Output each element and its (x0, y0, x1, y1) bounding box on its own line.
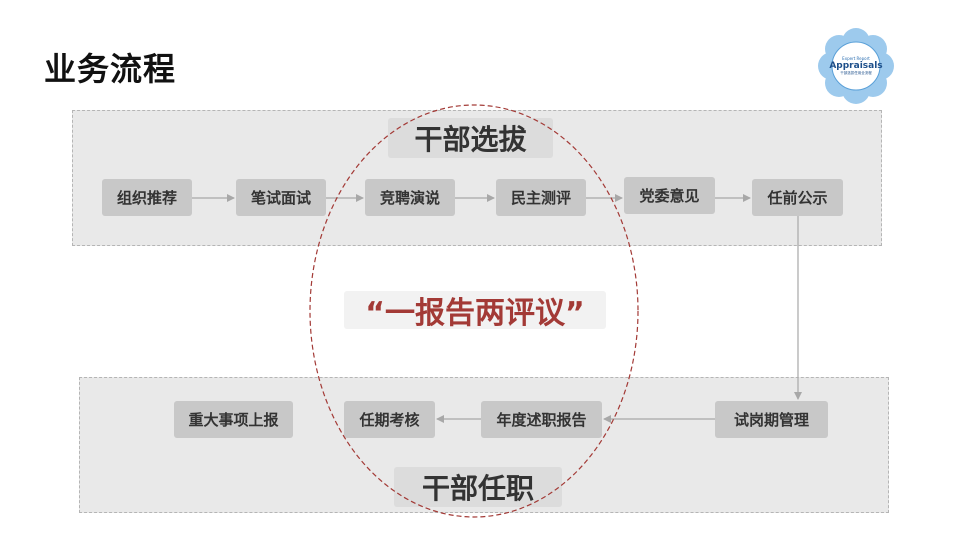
center-label: “一报告两评议” (344, 291, 606, 331)
logo-flower-icon (818, 28, 894, 104)
appointment-section-label: 干部任职 (394, 467, 562, 507)
step-annual-report: 年度述职报告 (481, 401, 602, 438)
logo-main-text: Appraisals (829, 61, 883, 71)
step-probation-management: 试岗期管理 (715, 401, 828, 438)
step-democratic-evaluation: 民主测评 (496, 179, 586, 216)
selection-section-label: 干部选拔 (388, 118, 553, 158)
step-written-interview: 笔试面试 (236, 179, 326, 216)
logo-top-text: Expert Report (842, 56, 870, 61)
step-competitive-speech: 竞聘演说 (365, 179, 455, 216)
step-major-matters-report: 重大事项上报 (174, 401, 293, 438)
step-party-committee-opinion: 党委意见 (624, 177, 715, 214)
step-organization-recommendation: 组织推荐 (102, 179, 192, 216)
step-pre-appointment-notice: 任前公示 (752, 179, 843, 216)
highlight-ellipse (309, 104, 639, 518)
page-title: 业务流程 (44, 50, 177, 88)
step-term-assessment: 任期考核 (344, 401, 435, 438)
logo-sub-text: 干部选拔任用全流程 (840, 71, 872, 75)
appraisals-logo: Expert Report Appraisals 干部选拔任用全流程 (818, 28, 894, 104)
